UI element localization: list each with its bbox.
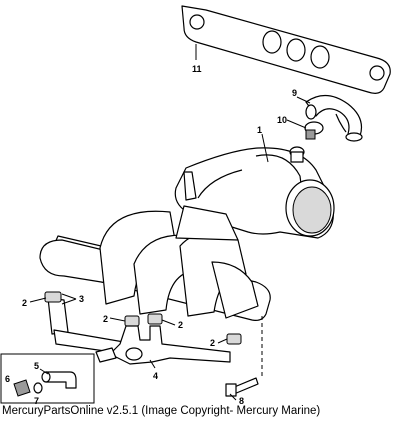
callout-3: 3 <box>79 294 84 304</box>
callout-5: 5 <box>34 361 39 371</box>
part-2-clamp-d <box>226 333 242 345</box>
detail-inset <box>0 353 95 404</box>
callout-2-center-right: 2 <box>178 320 183 330</box>
manifold-body <box>39 205 271 321</box>
part-2-clamp-b <box>124 315 140 327</box>
callout-7: 7 <box>34 396 39 406</box>
callout-9: 9 <box>292 88 297 98</box>
part-4-water-tube <box>95 325 231 365</box>
copyright-footer: MercuryPartsOnline v2.5.1 (Image Copyrig… <box>2 405 321 417</box>
part-6-fitting <box>13 379 31 397</box>
callout-8: 8 <box>239 396 244 406</box>
part-3-tube-left <box>47 297 127 355</box>
part-5-fitting <box>45 371 77 389</box>
part-11-exhaust-gasket <box>181 5 391 94</box>
callout-1: 1 <box>257 125 262 135</box>
part-2-clamp-c <box>147 313 163 325</box>
part-8-bolt <box>225 377 259 397</box>
leader-lines <box>29 44 311 401</box>
callout-2-left: 2 <box>22 298 27 308</box>
callout-6: 6 <box>5 374 10 384</box>
part-7-o-ring <box>33 382 43 394</box>
callout-2-center-left: 2 <box>103 314 108 324</box>
callout-2-right: 2 <box>210 338 215 348</box>
callout-4: 4 <box>153 371 158 381</box>
part-2-clamp-a <box>44 291 62 303</box>
part-9-elbow-hose <box>305 94 363 142</box>
callout-10: 10 <box>277 115 287 125</box>
callout-11: 11 <box>192 64 202 74</box>
part-10-hose-clamp <box>304 121 324 140</box>
